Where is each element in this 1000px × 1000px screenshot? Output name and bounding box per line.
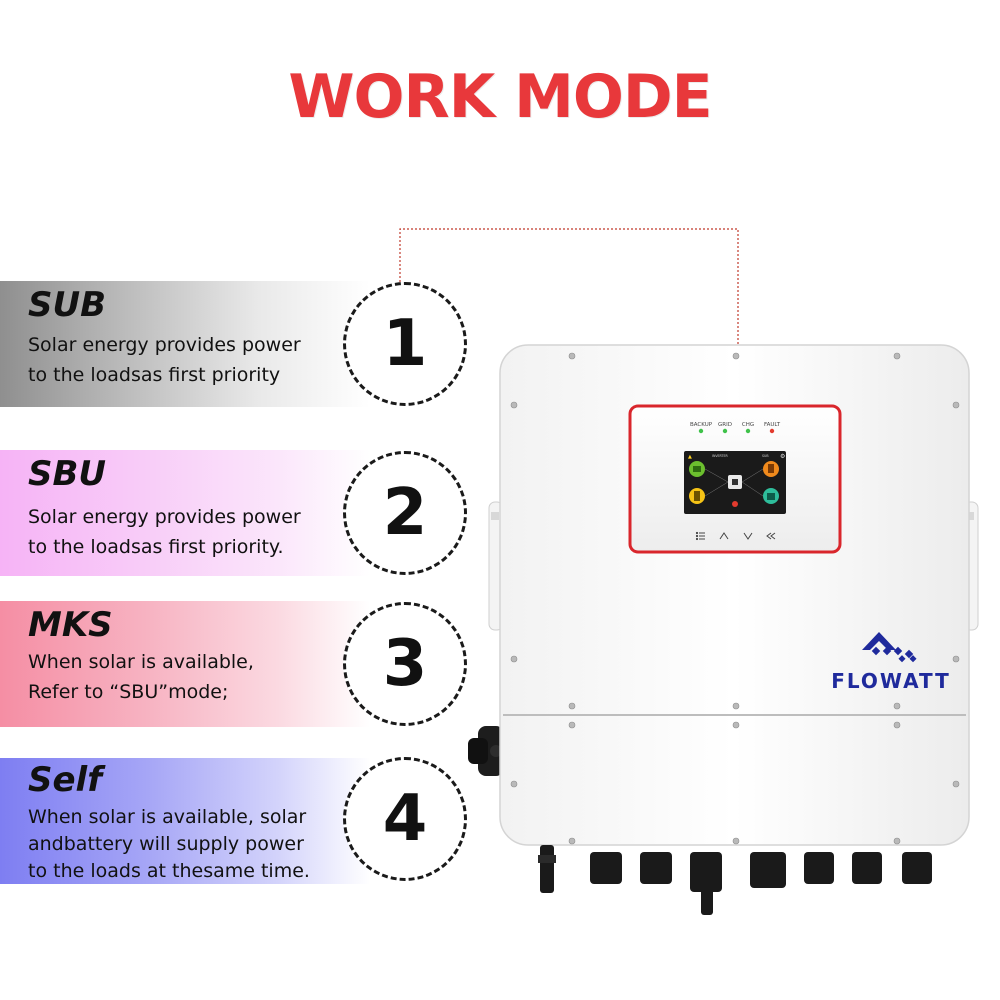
dc-switch-knob xyxy=(468,726,504,776)
alarm-dot xyxy=(732,501,738,507)
mode-card-self: Self When solar is available, solar andb… xyxy=(0,758,370,884)
mode-number: 4 xyxy=(382,782,428,856)
indicator-label: BACKUP xyxy=(690,422,713,428)
chg-led xyxy=(745,428,751,434)
warning-icon: ▲ xyxy=(688,454,692,460)
back-icon xyxy=(766,532,776,540)
settings-icon: ⚙ xyxy=(780,453,785,460)
mode-number-badge: 2 xyxy=(343,451,467,575)
mode-description-line: andbattery will supply power xyxy=(28,833,304,855)
mode-description-line: to the loadsas first priority xyxy=(28,364,281,386)
mode-card-mks: MKS When solar is available, Refer to “S… xyxy=(0,601,370,727)
brand-logo-text: FLOWATT xyxy=(831,669,951,693)
mode-number-badge: 3 xyxy=(343,602,467,726)
mode-name: MKS xyxy=(28,605,113,645)
menu-icon xyxy=(695,531,705,541)
mode-number: 2 xyxy=(382,476,428,550)
mode-number: 1 xyxy=(382,307,428,381)
fault-led xyxy=(769,428,775,434)
mode-description-line: Solar energy provides power xyxy=(28,334,301,356)
mode-name: SUB xyxy=(28,285,107,325)
mode-description-line: to the loadsas first priority. xyxy=(28,536,284,558)
mode-number-badge: 1 xyxy=(343,282,467,406)
callout-connector-line xyxy=(399,228,739,345)
mode-name: SBU xyxy=(28,454,107,494)
flowatt-logo-mark xyxy=(862,632,917,663)
mode-name: Self xyxy=(28,760,102,800)
mode-description-line: Refer to “SBU”mode; xyxy=(28,681,229,703)
screen-header-text: SUB xyxy=(762,454,769,458)
indicator-label: FAULT xyxy=(764,422,781,428)
body-screws xyxy=(510,352,960,845)
mode-description-line: When solar is available, solar xyxy=(28,806,307,828)
mode-description-line: When solar is available, xyxy=(28,651,254,673)
mode-description-line: Solar energy provides power xyxy=(28,506,301,528)
cable-glands xyxy=(538,845,932,915)
indicator-label: GRID xyxy=(718,422,732,428)
backup-led xyxy=(698,428,704,434)
indicator-label: CHG xyxy=(742,422,754,428)
mode-description-line: to the loads at thesame time. xyxy=(28,860,310,882)
mode-number-badge: 4 xyxy=(343,757,467,881)
mode-number: 3 xyxy=(382,627,428,701)
inverter-body xyxy=(499,344,970,846)
mode-card-sub: SUB Solar energy provides power to the l… xyxy=(0,281,370,407)
grid-led xyxy=(722,428,728,434)
up-icon xyxy=(719,532,729,540)
page-title: WORK MODE xyxy=(288,62,712,132)
down-icon xyxy=(743,532,753,540)
mode-card-sbu: SBU Solar energy provides power to the l… xyxy=(0,450,370,576)
screen-header-text: INVERTER xyxy=(712,454,728,458)
